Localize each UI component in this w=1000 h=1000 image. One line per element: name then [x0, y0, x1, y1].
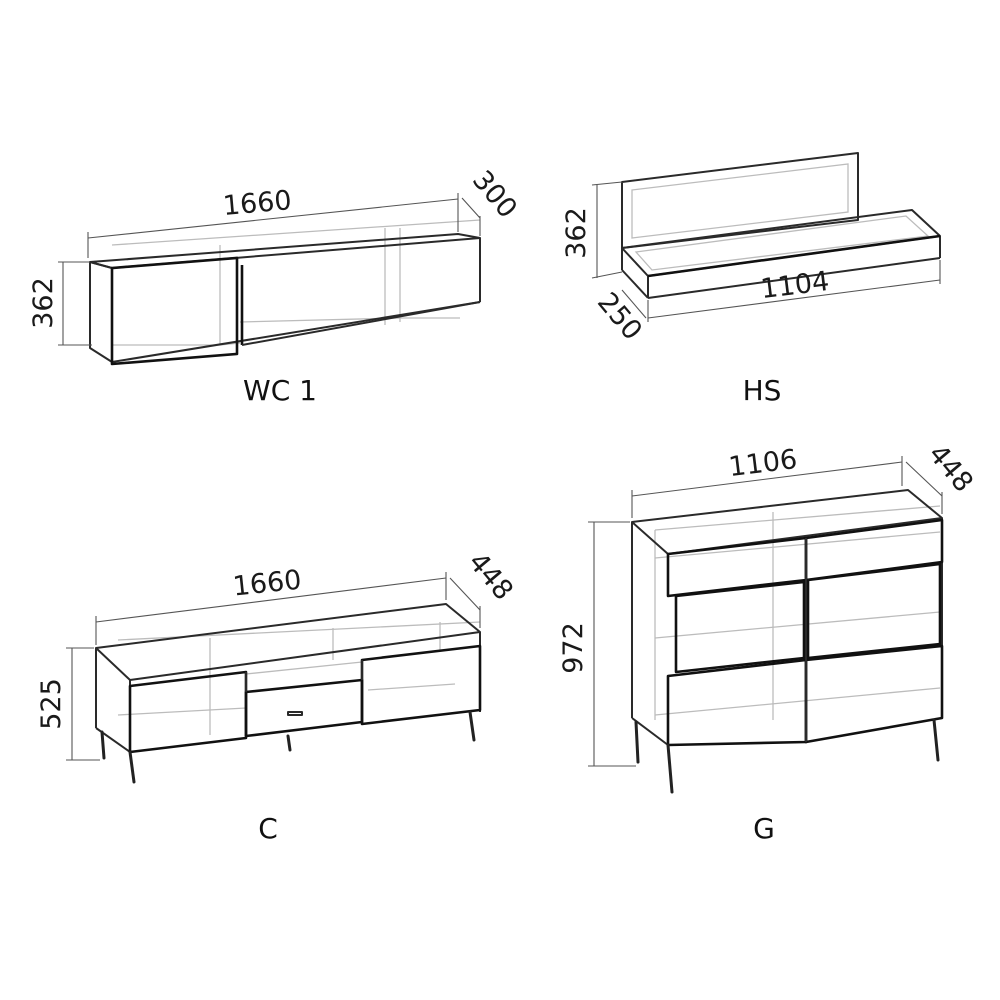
hs-depth-label: 250 — [591, 287, 648, 346]
c-console-body — [95, 603, 482, 754]
g-legs — [634, 718, 940, 794]
g-depth-label: 448 — [922, 439, 979, 498]
c-height-label: 525 — [36, 678, 67, 730]
hs-shelf — [621, 209, 941, 299]
g-dimension-lines — [588, 456, 943, 767]
c-depth-label: 448 — [462, 547, 519, 606]
unit-g: 1106 448 972 G — [558, 439, 979, 845]
g-name-label: G — [753, 812, 775, 845]
wc1-hidden-lines — [111, 219, 481, 346]
g-hidden-lines — [654, 505, 941, 720]
hs-back-panel — [621, 152, 859, 249]
wc1-dimension-lines — [58, 193, 481, 346]
c-width-label: 1660 — [231, 565, 303, 603]
unit-c: 1660 448 525 C — [36, 547, 519, 845]
wc1-name-label: WC 1 — [243, 374, 317, 407]
c-legs — [100, 710, 476, 784]
hs-height-label: 362 — [561, 207, 592, 259]
wc1-height-label: 362 — [28, 277, 59, 329]
wc1-depth-label: 300 — [466, 165, 523, 224]
hs-width-label: 1104 — [759, 266, 831, 305]
unit-wc1: 1660 300 362 WC 1 — [28, 165, 523, 407]
c-dimension-lines — [66, 572, 481, 761]
g-height-label: 972 — [558, 622, 589, 674]
unit-hs: 362 1104 250 HS — [561, 152, 941, 407]
g-width-label: 1106 — [727, 444, 799, 483]
g-cabinet-body — [631, 489, 944, 747]
hs-dimension-lines — [591, 181, 941, 322]
wc1-width-label: 1660 — [222, 185, 293, 222]
hs-name-label: HS — [743, 374, 782, 407]
wc1-cabinet-body — [89, 233, 481, 366]
c-name-label: C — [258, 812, 278, 845]
